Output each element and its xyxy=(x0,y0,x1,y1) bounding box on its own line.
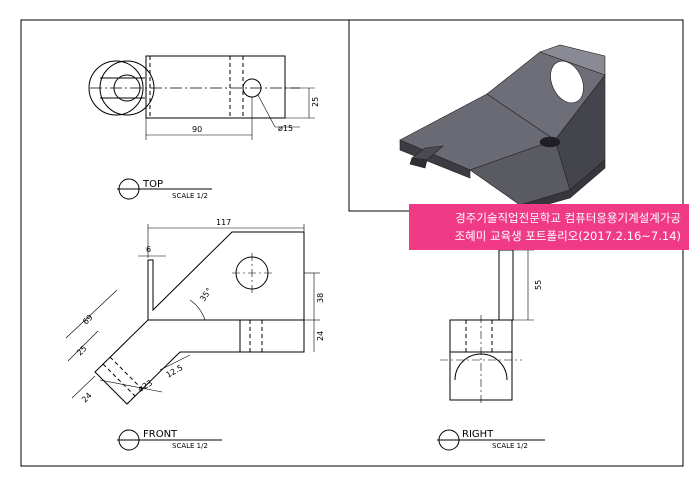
dim-front-slant: 69 xyxy=(81,313,95,327)
banner-line-2: 조혜미 교육생 포트폴리오(2017.2.16~7.14) xyxy=(454,229,681,243)
dim-front-lower: 24 xyxy=(316,331,325,341)
iso-frame xyxy=(348,20,410,212)
portfolio-banner: 경주기술직업전문학교 컴퓨터응용기계설계가공 조혜미 교육생 포트폴리오(201… xyxy=(409,204,689,250)
dim-top-height: 25 xyxy=(311,97,320,107)
top-view xyxy=(88,55,315,140)
front-view xyxy=(65,224,320,405)
right-view xyxy=(440,249,534,405)
dim-front-slot-d: 12.5 xyxy=(165,363,185,380)
front-view-scale: SCALE 1/2 xyxy=(172,442,208,450)
dim-right-height: 55 xyxy=(534,280,543,290)
dim-front-upper: 38 xyxy=(316,293,325,303)
right-view-label-symbol xyxy=(437,429,545,451)
front-view-title: FRONT xyxy=(143,429,178,440)
dim-top-hole: ø15 xyxy=(278,124,293,133)
isometric-model xyxy=(399,44,606,213)
top-view-label-symbol xyxy=(117,178,212,200)
top-view-scale: SCALE 1/2 xyxy=(172,192,208,200)
dim-front-slot-b: 24 xyxy=(80,391,94,405)
right-view-title: RIGHT xyxy=(462,429,494,440)
top-view-title: TOP xyxy=(142,179,163,190)
dim-front-width: 117 xyxy=(216,218,231,227)
dim-front-angle: 35° xyxy=(198,286,214,303)
dim-front-offset: 6 xyxy=(146,245,151,254)
front-view-label-symbol xyxy=(117,429,222,451)
dim-front-slot-a: 25 xyxy=(75,344,89,358)
right-view-scale: SCALE 1/2 xyxy=(492,442,528,450)
banner-line-1: 경주기술직업전문학교 컴퓨터응용기계설계가공 xyxy=(455,211,681,225)
dim-top-length: 90 xyxy=(192,125,202,134)
